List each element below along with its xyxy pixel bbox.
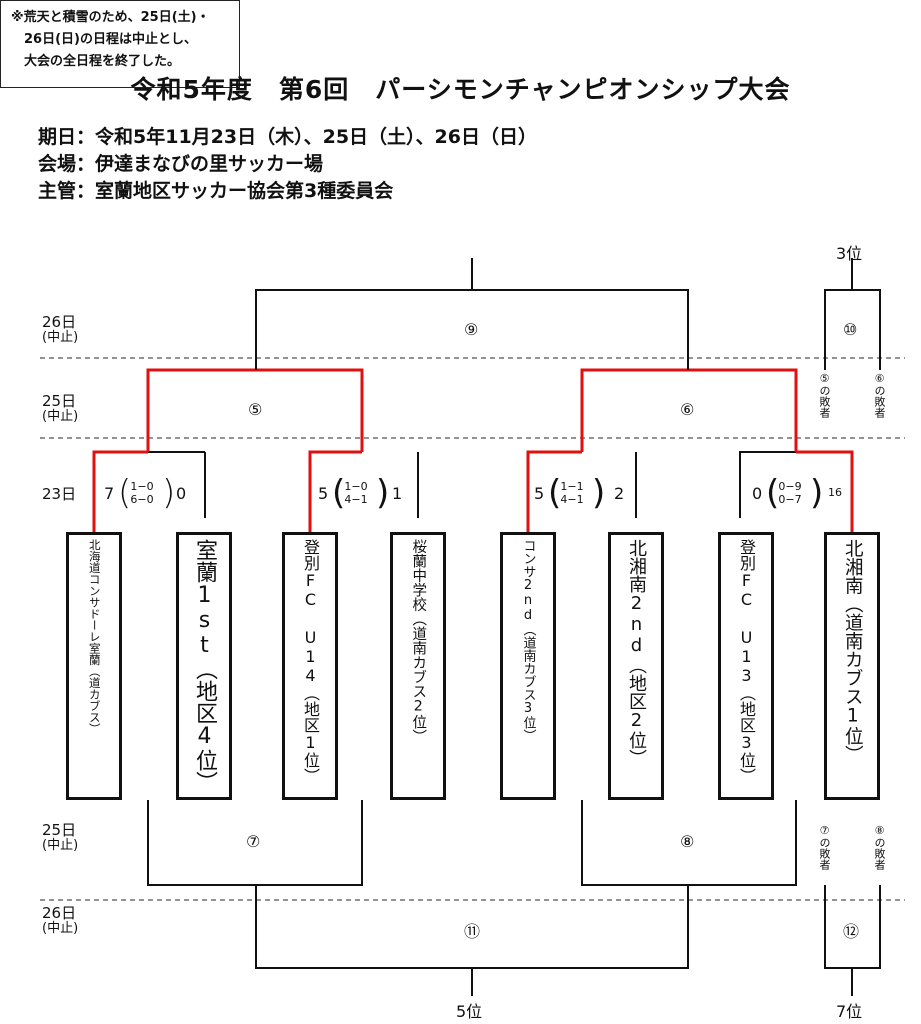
score-right: 2 — [614, 484, 625, 503]
loser-8-label: ⑧の敗者 — [873, 824, 886, 870]
halves: 1−0 6−0 — [122, 480, 162, 506]
team-box-8: 北湘南（道南カブス1位） — [824, 532, 880, 800]
notice-line-3: 大会の全日程を終了した。 — [11, 54, 181, 69]
halves: 1−0 4−1 — [336, 480, 376, 506]
page-title: 令和5年度 第6回 パーシモンチャンピオンシップ大会 — [130, 75, 791, 104]
half-1: 1−1 — [560, 480, 584, 493]
info-venue: 会場：伊達まなびの里サッカー場 — [38, 153, 324, 175]
day-label-25-top: 25日 (中止) — [42, 393, 78, 425]
loser-5-label: ⑤の敗者 — [818, 372, 831, 418]
team-box-5: コンサ2nd（道南カブス3位） — [500, 532, 556, 800]
info-host: 主管：室蘭地区サッカー協会第3種委員会 — [38, 180, 394, 202]
team-box-1: 北海道コンサドーレ室蘭（道カブス） — [66, 532, 122, 800]
day-25-top: 25日 — [42, 392, 77, 410]
day-label-23: 23日 — [42, 486, 76, 502]
paren-open: ( — [118, 473, 132, 513]
team-name-3: 登別FC U14（地区1位） — [301, 539, 320, 784]
day-26-bottom-note: (中止) — [42, 921, 79, 936]
day-label-25-bottom: 25日 (中止) — [42, 822, 78, 854]
score-right: 16 — [828, 486, 842, 499]
notice-line-1: ※荒天と積雪のため、25日(土)・ — [11, 10, 210, 25]
paren-close: ) — [376, 473, 390, 513]
score-left: 7 — [104, 484, 115, 503]
place-fifth: 5位 — [456, 1002, 483, 1021]
match-10: ⑩ — [843, 320, 858, 339]
day-25-bottom: 25日 — [42, 821, 77, 839]
paren-open: ( — [548, 473, 562, 513]
match-9: ⑨ — [464, 320, 479, 339]
day-25-bottom-note: (中止) — [42, 838, 79, 853]
match-5: ⑤ — [248, 400, 263, 419]
team-box-4: 桜蘭中学校（道南カブス2位） — [390, 532, 446, 800]
half-1: 1−0 — [130, 480, 154, 493]
score-left: 5 — [318, 484, 329, 503]
cancellation-notice: ※荒天と積雪のため、25日(土)・ 26日(日)の日程は中止とし、 大会の全日程… — [0, 0, 240, 88]
team-name-5: コンサ2nd（道南カブス3位） — [520, 539, 536, 742]
info-date: 期日：令和5年11月23日（木）、25日（土）、26日（日） — [38, 126, 537, 148]
team-name-7: 登別FC U13（地区3位） — [737, 539, 756, 784]
loser-6-label: ⑥の敗者 — [873, 372, 886, 418]
score-match-3: 5 ( 1−1 4−1 ) 2 — [530, 474, 630, 514]
half-2: 4−1 — [344, 493, 368, 506]
score-match-1: 7 ( 1−0 6−0 ) 0 — [96, 474, 196, 514]
team-name-6: 北湘南2nd（地区2位） — [626, 539, 647, 767]
half-1: 0−9 — [778, 480, 802, 493]
winner-path — [92, 368, 854, 532]
team-name-4: 桜蘭中学校（道南カブス2位） — [410, 539, 427, 744]
team-name-8: 北湘南（道南カブス1位） — [842, 539, 864, 764]
score-left: 0 — [752, 484, 763, 503]
paren-close: ) — [810, 473, 824, 513]
score-right: 1 — [392, 484, 403, 503]
score-match-2: 5 ( 1−0 4−1 ) 1 — [312, 474, 412, 514]
half-2: 4−1 — [560, 493, 584, 506]
day-label-26-top: 26日 (中止) — [42, 314, 78, 346]
score-right: 0 — [176, 484, 187, 503]
paren-open: ( — [766, 473, 780, 513]
score-left: 5 — [534, 484, 545, 503]
day-label-26-bottom: 26日 (中止) — [42, 905, 78, 937]
half-1: 1−0 — [344, 480, 368, 493]
team-box-6: 北湘南2nd（地区2位） — [608, 532, 664, 800]
day-23: 23日 — [42, 485, 77, 503]
team-name-1: 北海道コンサドーレ室蘭（道カブス） — [87, 539, 102, 735]
day-26-bottom: 26日 — [42, 904, 77, 922]
day-26-top-note: (中止) — [42, 330, 79, 345]
score-match-4: 0 ( 0−9 0−7 ) 16 — [748, 474, 848, 514]
day-26-top: 26日 — [42, 313, 77, 331]
match-8: ⑧ — [680, 832, 695, 851]
match-6: ⑥ — [680, 400, 695, 419]
halves: 1−1 4−1 — [552, 480, 592, 506]
day-25-top-note: (中止) — [42, 409, 79, 424]
paren-close: ) — [592, 473, 606, 513]
half-2: 0−7 — [778, 493, 802, 506]
team-box-2: 室蘭1st（地区4位） — [176, 532, 232, 800]
team-box-7: 登別FC U13（地区3位） — [718, 532, 774, 800]
place-seventh: 7位 — [836, 1002, 863, 1021]
halves: 0−9 0−7 — [770, 480, 810, 506]
notice-line-2: 26日(日)の日程は中止とし、 — [11, 32, 197, 47]
match-12: ⑫ — [843, 922, 860, 941]
team-box-3: 登別FC U14（地区1位） — [282, 532, 338, 800]
half-2: 6−0 — [130, 493, 154, 506]
place-third: 3位 — [836, 244, 863, 263]
loser-7-label: ⑦の敗者 — [818, 824, 831, 870]
paren-close: ) — [162, 473, 176, 513]
match-11: ⑪ — [464, 922, 481, 941]
match-7: ⑦ — [246, 832, 261, 851]
paren-open: ( — [332, 473, 346, 513]
team-name-2: 室蘭1st（地区4位） — [192, 539, 217, 793]
